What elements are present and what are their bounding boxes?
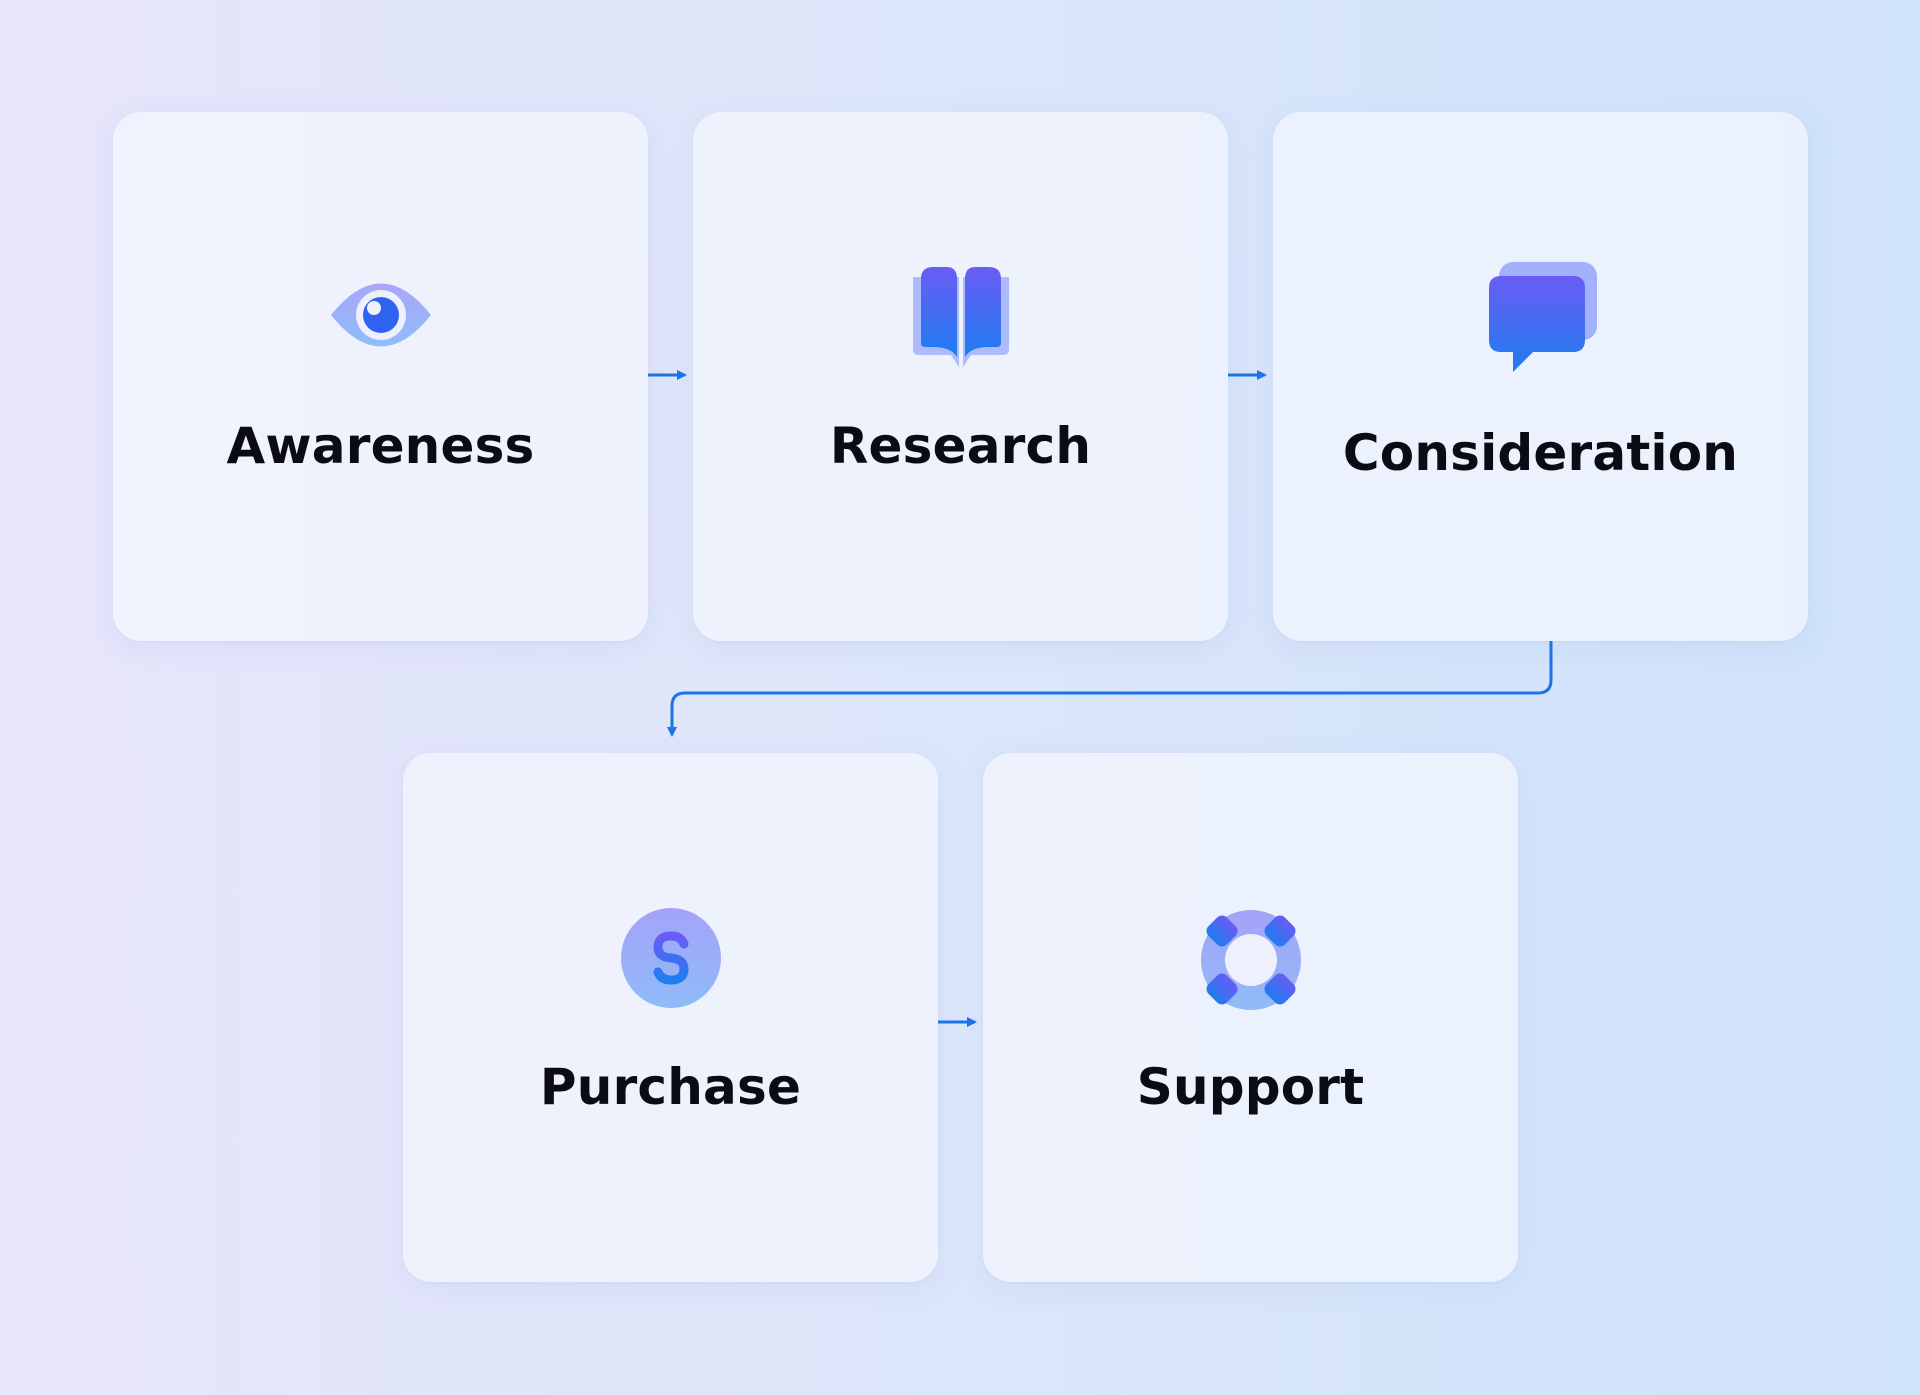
chat-bubble-icon — [1483, 262, 1599, 378]
eye-icon — [329, 274, 433, 356]
stage-card-awareness: Awareness — [113, 112, 648, 641]
stage-card-consideration: Consideration — [1273, 112, 1808, 641]
stage-label-purchase: Purchase — [539, 1058, 802, 1116]
stage-label-consideration: Consideration — [1342, 424, 1739, 482]
stage-card-support: Support — [983, 753, 1518, 1282]
stage-label-support: Support — [1136, 1058, 1365, 1116]
book-icon — [911, 267, 1011, 367]
stage-label-awareness: Awareness — [226, 417, 535, 475]
arrow-consideration-to-purchase — [667, 641, 1553, 737]
dollar-coin-icon — [620, 908, 721, 1008]
support-ring-icon — [1199, 908, 1303, 1012]
stage-card-research: Research — [693, 112, 1228, 641]
stage-card-purchase: Purchase — [403, 753, 938, 1282]
stage-label-research: Research — [829, 417, 1092, 475]
